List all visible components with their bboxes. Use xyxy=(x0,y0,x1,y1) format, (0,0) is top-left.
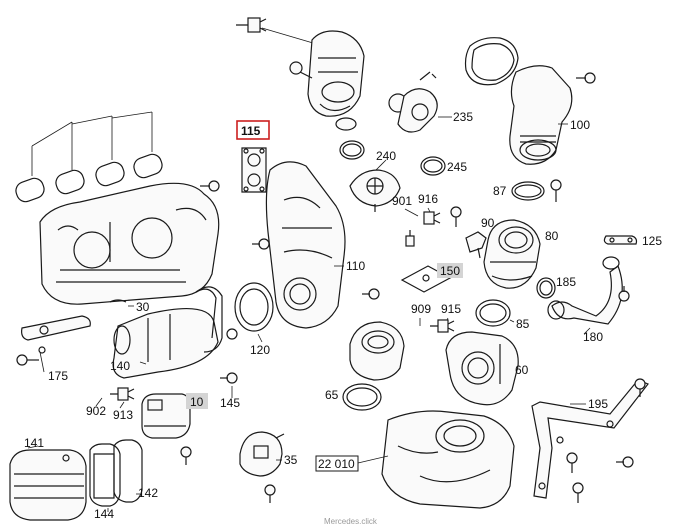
intake-manifold-part xyxy=(39,182,220,305)
gasket-ring-120-part xyxy=(234,282,274,332)
label-145: 145 xyxy=(220,396,240,410)
label-245: 245 xyxy=(447,160,467,174)
highlight-box-115 xyxy=(236,120,270,140)
bolt-icon xyxy=(362,288,380,300)
throttle-body-part-60 xyxy=(445,331,519,406)
bolt-icon xyxy=(289,61,313,79)
exhaust-manifold-part xyxy=(381,410,515,509)
shade-box-10 xyxy=(186,393,208,409)
bolt-icon xyxy=(16,354,39,366)
bracket-part-195 xyxy=(531,379,649,499)
sensor-part-90 xyxy=(465,231,487,259)
label-913: 913 xyxy=(113,408,133,422)
label-909: 909 xyxy=(411,302,431,316)
label-125: 125 xyxy=(642,234,662,248)
shade-box-150 xyxy=(437,263,463,278)
label-65: 65 xyxy=(325,388,339,402)
egr-gasket-part-115 xyxy=(241,147,267,193)
label-22010: 22 010 xyxy=(318,457,355,471)
label-235: 235 xyxy=(453,110,473,124)
label-10: 10 xyxy=(190,395,204,409)
bolt-icon xyxy=(634,378,646,397)
label-140: 140 xyxy=(110,359,130,373)
connector-icon xyxy=(110,387,135,401)
label-901: 901 xyxy=(392,194,412,208)
egr-housing-part-110 xyxy=(265,161,346,329)
sensor-module-part-10 xyxy=(141,393,191,439)
bolt-icon xyxy=(618,286,630,302)
label-150: 150 xyxy=(440,264,460,278)
connector-top-icon xyxy=(236,17,267,33)
seal-ring-part xyxy=(339,140,365,160)
throttle-housing-part-80 xyxy=(483,219,541,289)
bolt-icon xyxy=(200,180,220,192)
coolant-elbow-part-100 xyxy=(509,65,573,165)
gasket-top-right-part xyxy=(464,37,519,86)
label-916: 916 xyxy=(418,192,438,206)
hose-clip-30-part xyxy=(109,299,127,303)
label-85: 85 xyxy=(516,317,530,331)
label-35: 35 xyxy=(284,453,298,467)
bolt-icon xyxy=(252,238,270,250)
egr-cooler-part-140 xyxy=(112,288,219,379)
flange-housing-part xyxy=(349,321,405,381)
label-90: 90 xyxy=(481,216,495,230)
label-144: 144 xyxy=(94,507,114,521)
bolt-icon xyxy=(264,484,276,503)
connector-icon xyxy=(423,211,441,225)
label-87: 87 xyxy=(493,184,507,198)
egr-valve-part xyxy=(307,30,365,131)
bolt-icon xyxy=(566,452,578,473)
bolt-icon xyxy=(550,179,562,202)
seal-ring-185-part xyxy=(536,277,556,299)
label-175: 175 xyxy=(48,369,68,383)
label-115: 115 xyxy=(241,124,261,138)
bolt-icon xyxy=(576,72,596,84)
ref-box-22010 xyxy=(315,455,359,472)
label-902: 902 xyxy=(86,404,106,418)
gasket-part-142 xyxy=(113,439,143,503)
label-120: 120 xyxy=(250,343,270,357)
cover-part-35 xyxy=(239,431,285,477)
bracket-part-125 xyxy=(603,235,638,245)
bolt-icon xyxy=(572,482,584,503)
label-30: 30 xyxy=(136,300,150,314)
cover-part-141 xyxy=(9,449,87,521)
label-195: 195 xyxy=(588,397,608,411)
flange-part-240 xyxy=(349,169,401,212)
label-100: 100 xyxy=(570,118,590,132)
label-60: 60 xyxy=(515,363,529,377)
label-915: 915 xyxy=(441,302,461,316)
gasket-part-144 xyxy=(89,443,121,507)
clip-icon xyxy=(405,230,415,247)
bolt-icon xyxy=(450,206,462,227)
label-142: 142 xyxy=(138,486,158,500)
label-240: 240 xyxy=(376,149,396,163)
label-141: 141 xyxy=(24,436,44,450)
connector-icon xyxy=(430,319,455,333)
gasket-flange-part xyxy=(195,286,238,353)
intake-gaskets-part xyxy=(15,111,163,203)
egr-pipe-part-180 xyxy=(547,256,623,325)
bolt-icon xyxy=(180,446,192,465)
watermark: Mercedes.click xyxy=(324,517,378,526)
label-180: 180 xyxy=(583,330,603,344)
label-80: 80 xyxy=(545,229,559,243)
seal-ring-245-part xyxy=(420,156,446,176)
bolt-icon xyxy=(616,456,634,468)
clip-icon xyxy=(38,346,46,354)
oring-87-part xyxy=(511,181,545,201)
oring-65-part xyxy=(342,383,382,411)
thermostat-part-235 xyxy=(388,71,438,133)
label-185: 185 xyxy=(556,275,576,289)
bracket-part-175 xyxy=(21,315,91,341)
oring-85-part xyxy=(475,299,511,327)
bolt-icon xyxy=(220,372,238,384)
label-110: 110 xyxy=(346,259,365,273)
